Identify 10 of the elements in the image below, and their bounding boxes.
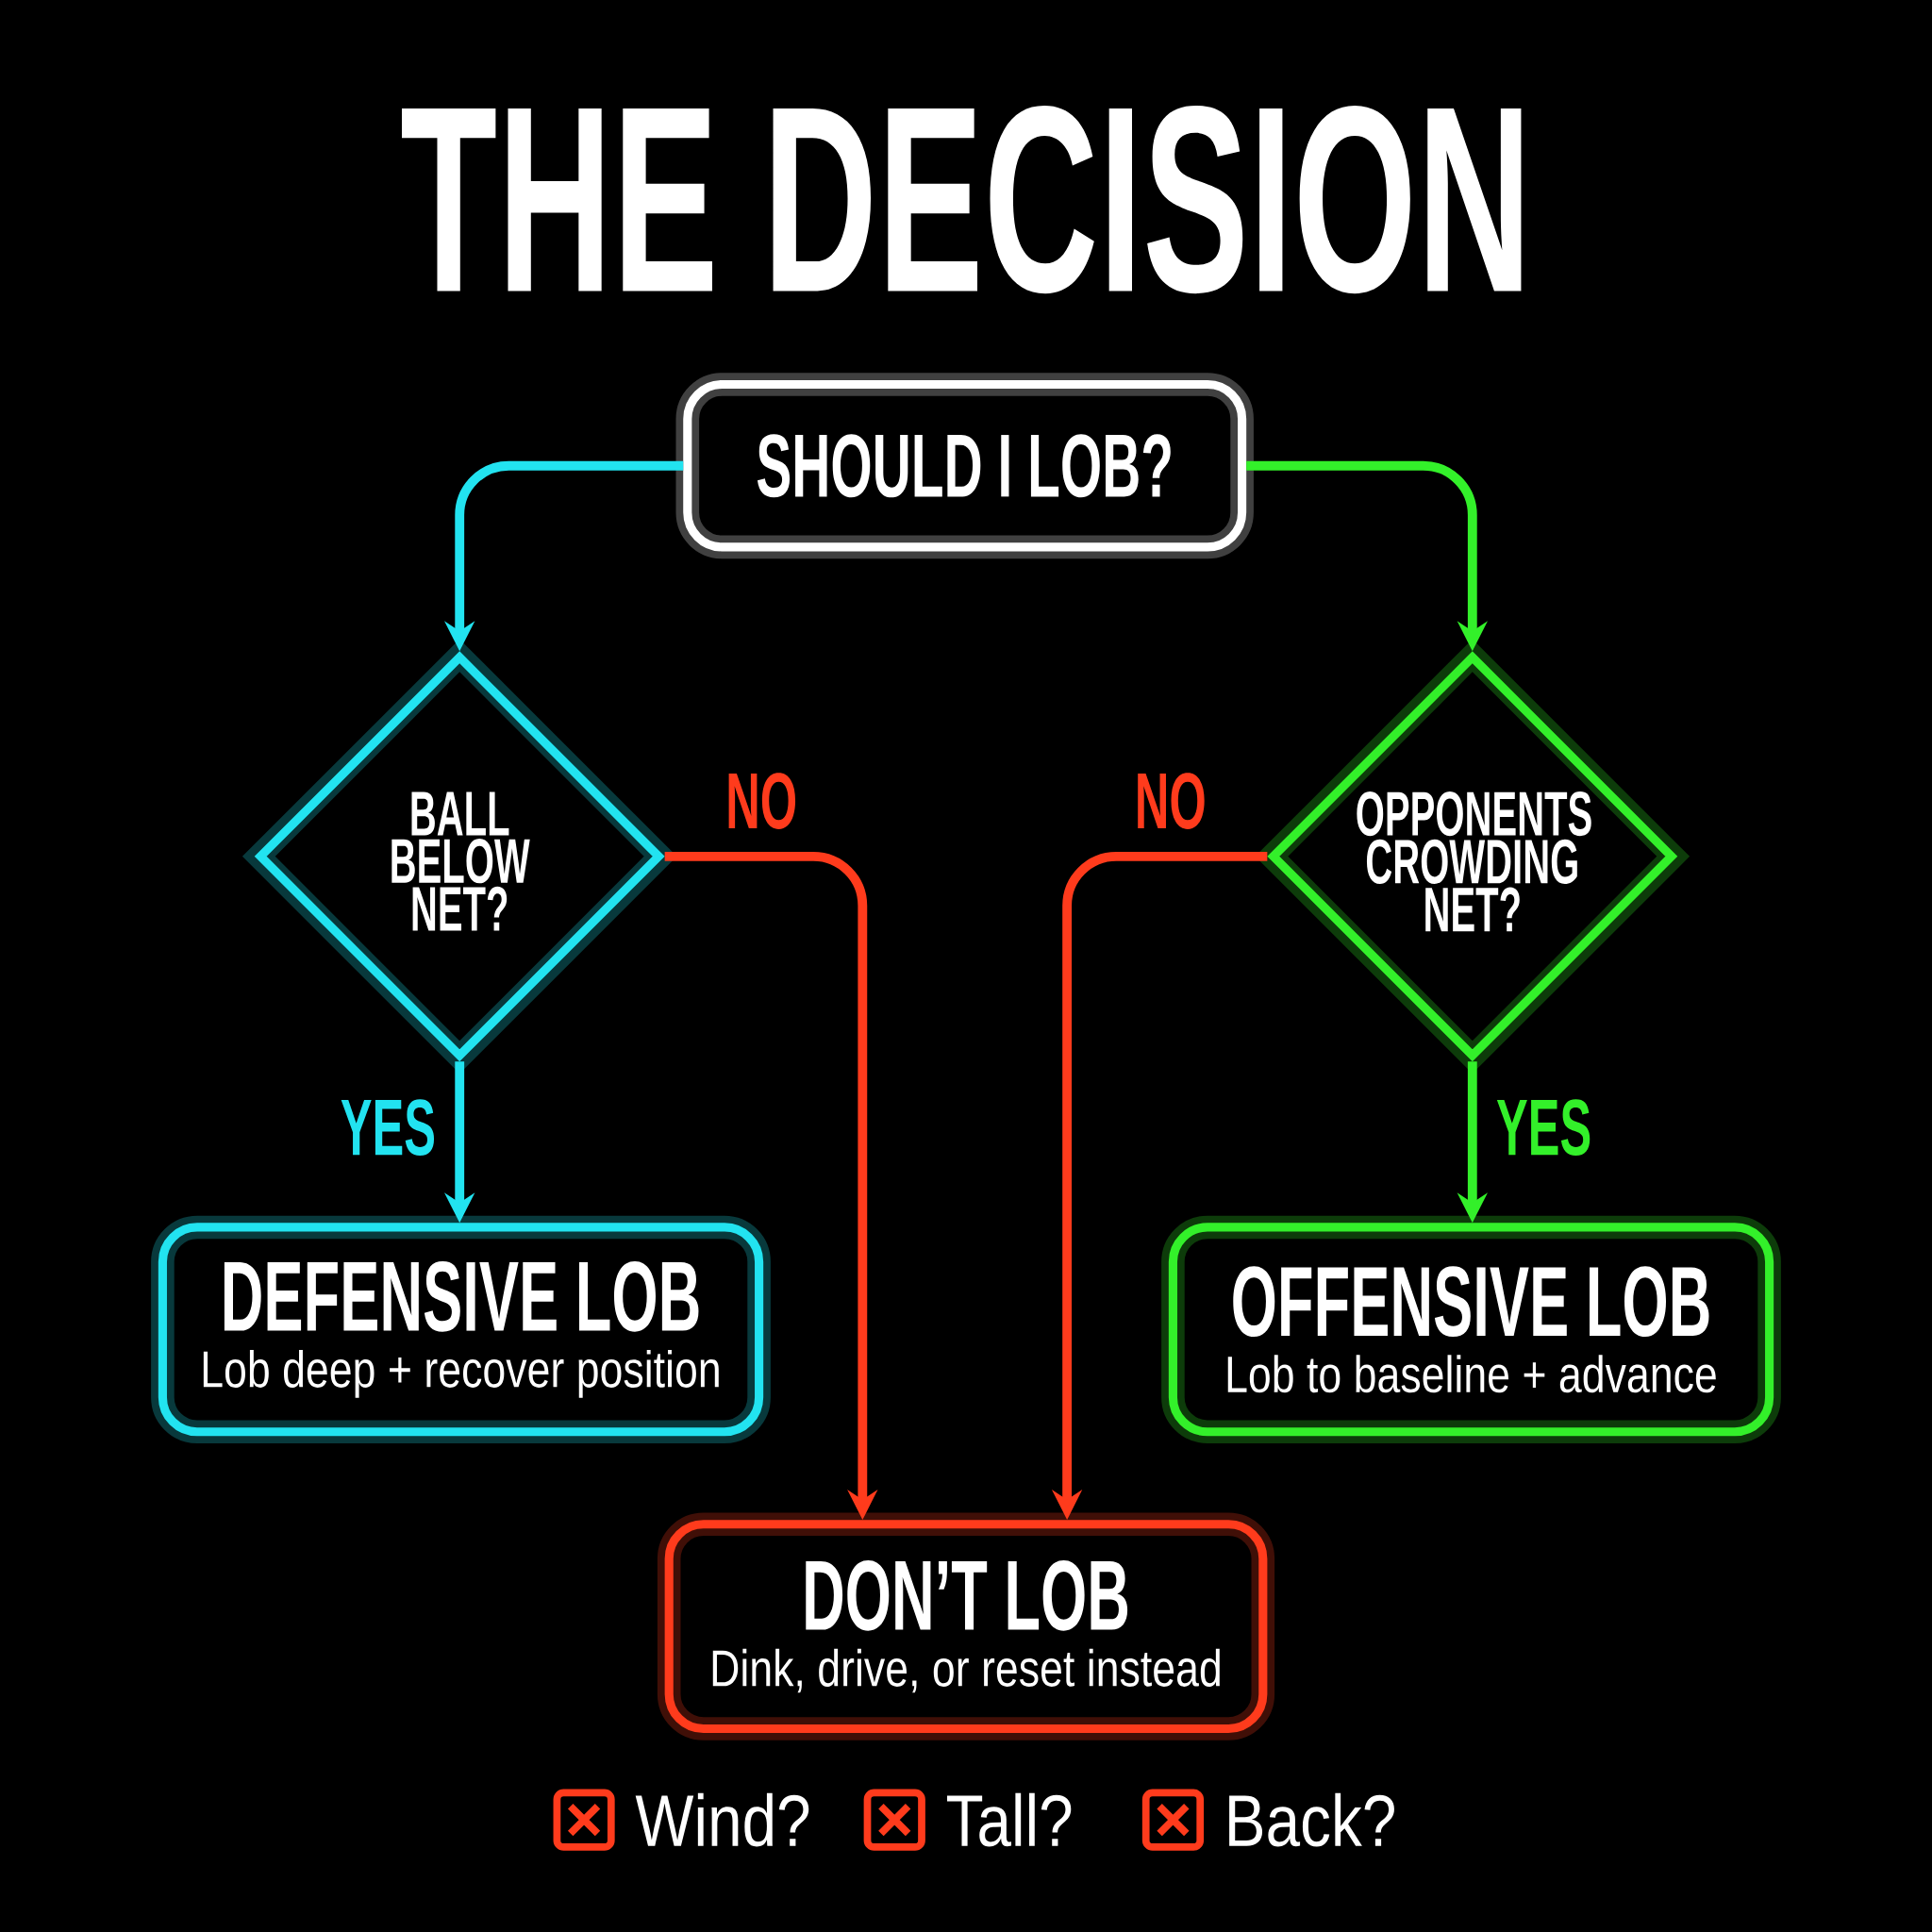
process-box: SHOULD I LOB? [675, 373, 1254, 559]
process-box: DEFENSIVE LOB Lob deep + recover position [151, 1215, 771, 1443]
title: THE DECISION [402, 106, 1522, 294]
edge-label: NO [722, 769, 801, 833]
note-text: Back? [1229, 1792, 1394, 1847]
edge-label: YES [1492, 1095, 1595, 1159]
edge-label: NO [1131, 769, 1210, 833]
process-box: DON’T LOB Dink, drive, or reset instead [657, 1512, 1275, 1740]
process-box: OFFENSIVE LOB Lob to baseline + advance [1161, 1215, 1781, 1443]
edge-label: YES [337, 1095, 440, 1159]
